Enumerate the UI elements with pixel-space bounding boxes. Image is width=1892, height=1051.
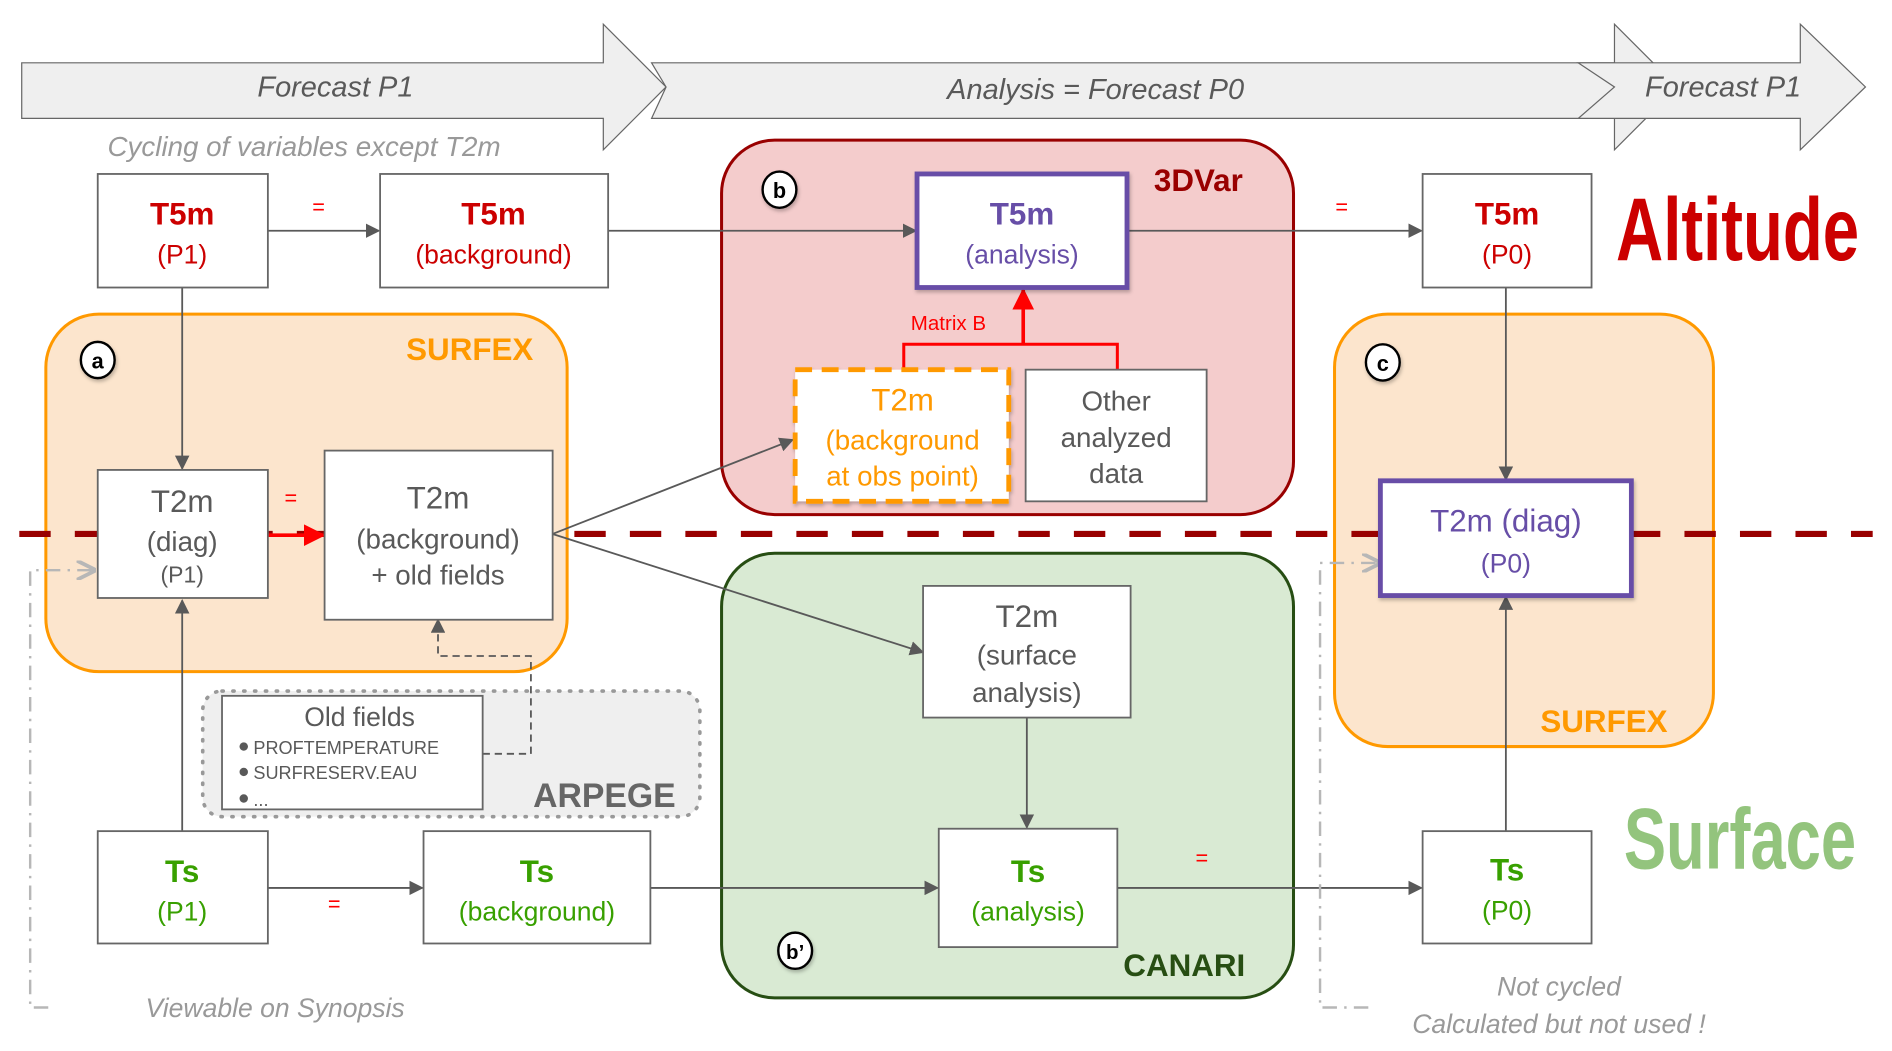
timeline-arrow-forecast-p1 bbox=[21, 22, 667, 152]
node-t2m-background-old-fields: T2m (background) + old fields bbox=[323, 449, 554, 621]
group-3dvar-title: 3DVar bbox=[1154, 163, 1243, 198]
svg-text:analysis): analysis) bbox=[972, 677, 1081, 708]
svg-text:(P1): (P1) bbox=[157, 897, 207, 927]
not-used-note: Calculated but not used ! bbox=[1412, 1009, 1706, 1039]
svg-text:b: b bbox=[773, 178, 786, 203]
edge-synopsis-left bbox=[28, 570, 94, 1009]
svg-text:(background: (background bbox=[825, 424, 979, 455]
node-t2m-background-obs-point: T2m (background at obs point) bbox=[792, 367, 1012, 504]
svg-text:(P0): (P0) bbox=[1481, 549, 1531, 579]
svg-text:T2m (diag): T2m (diag) bbox=[1430, 504, 1582, 539]
svg-text:Ts: Ts bbox=[1490, 853, 1524, 888]
group-surfex-a-title: SURFEX bbox=[406, 332, 533, 367]
svg-text:b’: b’ bbox=[786, 941, 804, 964]
bullet-icon bbox=[239, 767, 248, 777]
node-ts-p1: Ts (P1) bbox=[96, 830, 269, 945]
svg-text:data: data bbox=[1089, 458, 1144, 489]
marker-c: c bbox=[1364, 343, 1401, 382]
cycling-note: Cycling of variables except T2m bbox=[108, 131, 501, 162]
svg-text:T5m: T5m bbox=[461, 197, 525, 232]
matrix-b-label: Matrix B bbox=[911, 312, 986, 335]
eq-label-t5m-p0: = bbox=[1335, 194, 1348, 219]
group-surfex-c-title: SURFEX bbox=[1540, 704, 1667, 739]
node-t2m-surface-analysis: T2m (surface analysis) bbox=[922, 584, 1132, 719]
svg-text:T2m: T2m bbox=[151, 484, 214, 519]
old-fields-title: Old fields bbox=[304, 702, 415, 732]
svg-text:(analysis): (analysis) bbox=[965, 239, 1079, 269]
eq-label-ts-cycling: = bbox=[328, 891, 341, 916]
marker-b: b bbox=[761, 170, 798, 209]
svg-text:(P0): (P0) bbox=[1482, 895, 1532, 925]
node-other-analyzed-data: Other analyzed data bbox=[1024, 368, 1208, 503]
group-canari-title: CANARI bbox=[1123, 948, 1245, 983]
svg-text:T5m: T5m bbox=[1475, 197, 1539, 232]
eq-label-t5m-cycling: = bbox=[312, 194, 325, 219]
svg-text:at obs point): at obs point) bbox=[826, 461, 979, 492]
old-fields-item: PROFTEMPERATURE bbox=[253, 738, 439, 758]
edge-old-fields-to-bg bbox=[430, 618, 532, 755]
edge-t2m-bg-to-obs bbox=[552, 437, 795, 535]
bullet-icon bbox=[239, 742, 248, 751]
svg-text:Ts: Ts bbox=[165, 854, 199, 889]
bullet-icon bbox=[239, 794, 248, 803]
svg-text:(surface: (surface bbox=[977, 639, 1077, 670]
svg-text:(P0): (P0) bbox=[1482, 239, 1532, 269]
node-t2m-diag-p1: T2m (diag) (P1) bbox=[96, 469, 269, 599]
svg-text:Other: Other bbox=[1081, 386, 1150, 417]
timeline-label-forecast-p1: Forecast P1 bbox=[257, 72, 413, 104]
group-arpege-title: ARPEGE bbox=[533, 777, 676, 815]
svg-text:(background): (background) bbox=[459, 897, 615, 927]
svg-text:T2m: T2m bbox=[407, 481, 470, 516]
edge-t2m-bg-to-surface bbox=[552, 533, 925, 656]
svg-text:Ts: Ts bbox=[1011, 854, 1045, 889]
node-t5m-background: T5m (background) bbox=[379, 173, 610, 289]
timeline-label-forecast-p1-next: Forecast P1 bbox=[1645, 72, 1801, 104]
node-t5m-p1: T5m (P1) bbox=[96, 173, 269, 289]
node-old-fields: Old fields PROFTEMPERATURE SURFRESERV.EA… bbox=[221, 694, 484, 811]
svg-text:T2m: T2m bbox=[995, 599, 1058, 634]
svg-text:c: c bbox=[1377, 351, 1389, 376]
svg-text:Ts: Ts bbox=[520, 854, 554, 889]
svg-text:(background): (background) bbox=[356, 523, 519, 554]
altitude-label: Altitude bbox=[1616, 179, 1859, 279]
timeline: Forecast P1 Analysis = Forecast P0 Forec… bbox=[21, 22, 1867, 162]
node-ts-analysis: Ts (analysis) bbox=[937, 827, 1119, 949]
node-t2m-diag-p0: T2m (diag) (P0) bbox=[1377, 478, 1634, 598]
viewable-note: Viewable on Synopsis bbox=[146, 993, 405, 1023]
svg-text:analyzed: analyzed bbox=[1061, 422, 1172, 453]
node-ts-p0: Ts (P0) bbox=[1421, 830, 1593, 945]
svg-text:(P1): (P1) bbox=[161, 561, 204, 587]
svg-text:+ old fields: + old fields bbox=[371, 560, 504, 591]
svg-text:T5m: T5m bbox=[990, 197, 1054, 232]
timeline-label-analysis: Analysis = Forecast P0 bbox=[945, 74, 1244, 106]
node-t5m-analysis: T5m (analysis) bbox=[914, 171, 1130, 290]
svg-text:T5m: T5m bbox=[150, 197, 214, 232]
old-fields-item: ... bbox=[253, 790, 268, 810]
edge-synopsis-right bbox=[1318, 563, 1379, 1009]
marker-b-prime: b’ bbox=[777, 931, 814, 971]
svg-text:(P1): (P1) bbox=[157, 239, 207, 269]
edge-matrix-b bbox=[902, 342, 1119, 370]
node-t5m-p0: T5m (P0) bbox=[1421, 173, 1593, 289]
node-ts-background: Ts (background) bbox=[422, 830, 652, 945]
eq-label-t2m-diag: = bbox=[284, 485, 297, 510]
group-canari bbox=[720, 551, 1296, 1000]
surface-label: Surface bbox=[1624, 791, 1856, 888]
svg-text:a: a bbox=[92, 348, 105, 373]
svg-text:(analysis): (analysis) bbox=[971, 897, 1085, 927]
old-fields-item: SURFRESERV.EAU bbox=[253, 763, 417, 783]
svg-text:T2m: T2m bbox=[871, 383, 934, 418]
marker-a: a bbox=[79, 340, 116, 380]
timeline-arrow-forecast-p1-next bbox=[1576, 22, 1867, 152]
connectors bbox=[28, 223, 1514, 1009]
svg-text:(diag): (diag) bbox=[147, 526, 218, 557]
svg-text:(background): (background) bbox=[415, 239, 571, 269]
timeline-arrow-analysis bbox=[650, 22, 1679, 152]
eq-label-ts-p0: = bbox=[1195, 845, 1208, 870]
not-cycled-note: Not cycled bbox=[1497, 971, 1622, 1001]
